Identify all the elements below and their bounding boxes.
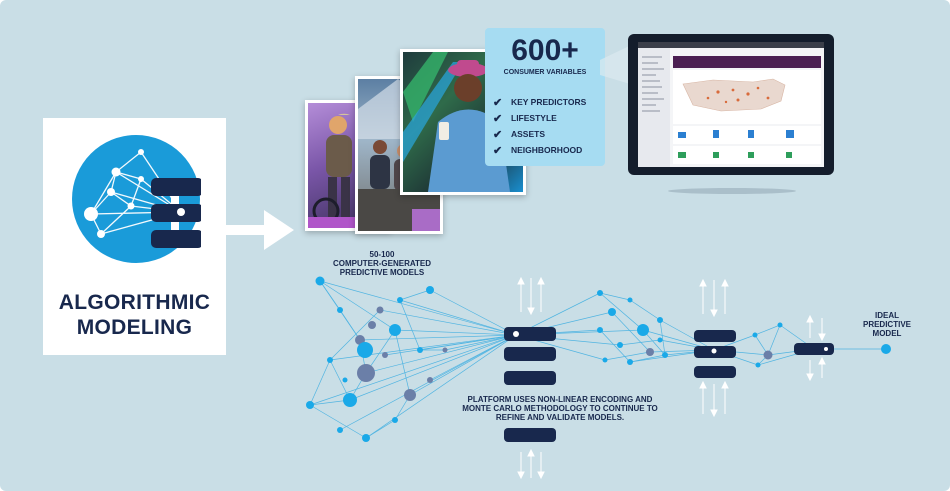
check-icon: ✔ xyxy=(493,128,503,141)
refinement-arrows xyxy=(517,276,826,480)
list-item: ✔ASSETS xyxy=(493,128,546,141)
algorithmic-modeling-icon xyxy=(72,135,201,263)
check-icon: ✔ xyxy=(493,96,503,109)
algorithmic-modeling-title-line2: MODELING xyxy=(76,316,193,339)
database-stack-1-icon xyxy=(504,327,556,442)
dashboard-preview-icon xyxy=(638,42,824,167)
photo-card-woman xyxy=(400,49,526,195)
hiker-figure-icon xyxy=(308,113,388,228)
network-nodes xyxy=(306,276,891,442)
models-label: 50-100 COMPUTER-GENERATED PREDICTIVE MOD… xyxy=(332,250,432,277)
platform-label: PLATFORM USES NON-LINEAR ENCODING AND MO… xyxy=(462,395,658,422)
variables-count: 600+ xyxy=(511,34,579,67)
database-stack-3-icon xyxy=(794,343,834,355)
database-stack-2-icon xyxy=(694,330,736,378)
variables-list: ✔KEY PREDICTORS ✔LIFESTYLE ✔ASSETS ✔NEIG… xyxy=(493,94,586,158)
list-item: ✔KEY PREDICTORS xyxy=(493,96,587,109)
tablet-shadow xyxy=(668,188,796,194)
list-item: ✔LIFESTYLE xyxy=(493,112,557,125)
check-icon: ✔ xyxy=(493,144,503,157)
woman-figure-icon xyxy=(403,52,510,192)
dashboard-screen xyxy=(638,42,824,167)
variables-subtitle: CONSUMER VARIABLES xyxy=(503,69,587,76)
arrow-right-icon xyxy=(226,210,294,250)
ideal-model-label: IDEAL PREDICTIVE MODEL xyxy=(862,311,911,338)
consumer-variables-box: 600+ CONSUMER VARIABLES ✔KEY PREDICTORS … xyxy=(485,28,605,166)
list-item: ✔NEIGHBORHOOD xyxy=(493,144,583,157)
tablet-dashboard xyxy=(628,34,834,175)
algorithmic-modeling-card: ALGORITHMIC MODELING xyxy=(43,118,226,355)
check-icon: ✔ xyxy=(493,112,503,125)
algorithmic-modeling-title-line1: ALGORITHMIC xyxy=(58,291,211,314)
